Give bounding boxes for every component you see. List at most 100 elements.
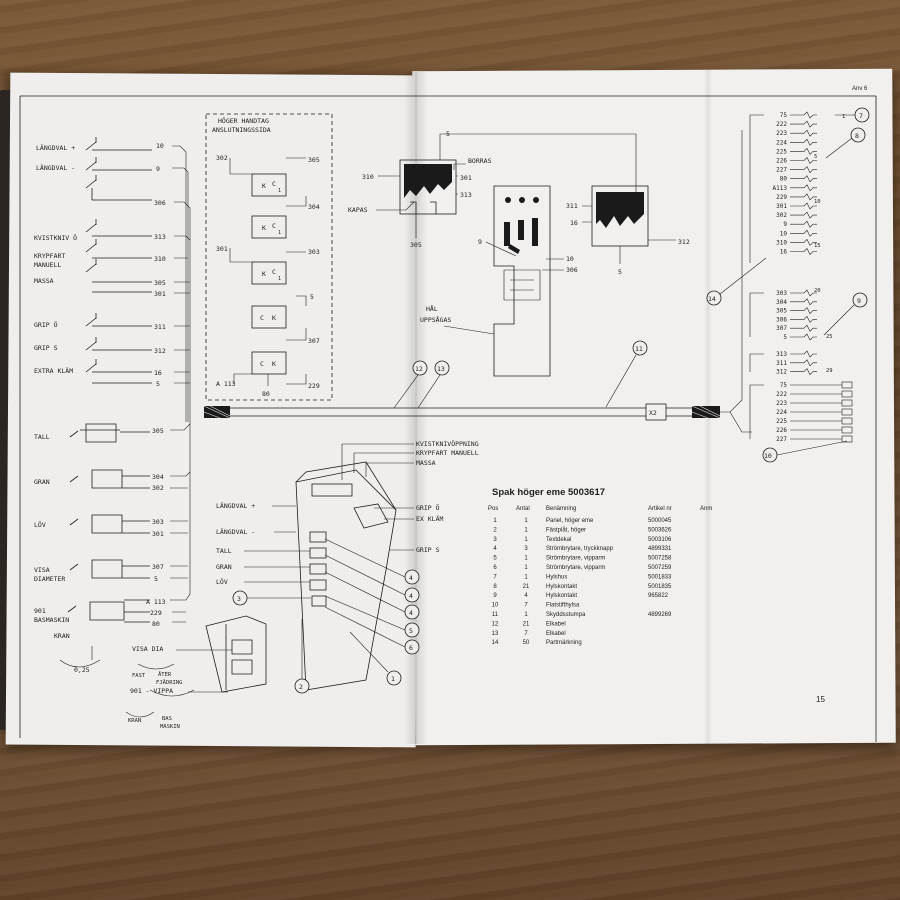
- right-handle-box: HÖGER HANDTAG ANSLUTNINGSSIDA 302 305 30…: [205, 113, 333, 401]
- lever-label: LÄNGDVAL +: [216, 501, 255, 510]
- lever-label: ÅTER: [158, 671, 172, 678]
- parts-list-cell: 7: [493, 574, 497, 580]
- terminal-label: 301: [776, 203, 787, 210]
- parts-list-cell: 5003626: [648, 527, 672, 533]
- handle-number: 302: [216, 154, 228, 162]
- handle-number: 307: [308, 337, 320, 345]
- lever-top-button: [311, 483, 353, 497]
- parts-list-cell: 9: [493, 593, 497, 599]
- relay-mark: 1: [278, 276, 281, 282]
- pin-numbers: 1 5 10 15 20 25 29: [814, 114, 845, 374]
- callout-circle: [386, 670, 402, 686]
- relay-mark: C: [272, 268, 276, 276]
- terminal-pin: [790, 324, 817, 332]
- switch-symbol: [85, 337, 152, 351]
- callout-number: 8: [855, 132, 859, 140]
- cable-fanout: [720, 130, 752, 433]
- terminal-label: 222: [776, 121, 787, 128]
- parts-list-cell: Strömbrytare, tryckknapp: [546, 546, 614, 552]
- parts-list-cell: 14: [492, 640, 499, 646]
- lever-label: LÄNGDVAL -: [216, 527, 255, 536]
- lever-label: KRYPFART MANUELL: [416, 449, 479, 457]
- relay-block: [251, 261, 287, 285]
- terminal-pin: [790, 350, 817, 358]
- lever-left-leaders: [244, 505, 310, 583]
- terminal-pin: [790, 333, 817, 341]
- terminal-pin: [790, 111, 817, 119]
- parts-list-cell: 5007258: [648, 556, 672, 562]
- switch-label: VISA: [34, 566, 50, 574]
- callout-number: 12: [415, 365, 423, 373]
- terminal-label: 223: [776, 400, 787, 407]
- relay-mark: C: [272, 180, 276, 188]
- flat-pin-sleeve: [841, 399, 853, 407]
- resistor-value: 0,25: [74, 666, 90, 674]
- pcb-lower-traces: [503, 269, 541, 301]
- terminal-number: 312: [154, 347, 166, 355]
- handle-box-subtitle: ANSLUTNINGSSIDA: [212, 126, 271, 134]
- terminal-label: 10: [780, 230, 788, 237]
- lever-right-leaders: [374, 507, 414, 551]
- selector-switch-lov: [69, 514, 150, 534]
- terminal-pin: [790, 315, 817, 323]
- parts-list-cell: 8: [493, 584, 497, 590]
- parts-list-cell: 4899331: [648, 546, 672, 552]
- cable-sleeve-hatch: [691, 405, 721, 419]
- switch-label: BASMASKIN: [34, 616, 69, 624]
- switch-label: KRAN: [54, 632, 70, 640]
- pcb-leads-middle: [485, 241, 564, 271]
- relay-mark: C: [260, 314, 264, 322]
- callout-number: 2: [299, 683, 303, 691]
- parts-list-cell: 21: [523, 584, 530, 590]
- lever-top-leaders: [341, 443, 414, 480]
- parts-list-cell: 50: [523, 640, 530, 646]
- terminal-number: 306: [154, 199, 166, 207]
- parts-list-cell: 1: [524, 612, 528, 618]
- parts-list-cell: 4899269: [648, 612, 672, 618]
- terminal-number: 305: [152, 427, 164, 435]
- callout-number: 13: [437, 365, 445, 373]
- pcb-trace-right: [596, 192, 644, 228]
- terminal-label: 9: [783, 221, 787, 228]
- lever-label: KRAN: [128, 718, 141, 724]
- pcb-label: 5: [618, 268, 622, 276]
- handle-number: 80: [262, 390, 270, 398]
- terminal-number: 313: [154, 233, 166, 241]
- switch-label: LÖV: [34, 520, 46, 529]
- flat-pin-sleeve: [841, 408, 853, 416]
- lever-push-button: [309, 579, 327, 591]
- pcb-trace-left: [404, 164, 452, 198]
- parts-list-cell: Textdekal: [546, 537, 571, 543]
- pcb-label: 310: [362, 173, 374, 181]
- pcb-label: 312: [678, 238, 690, 246]
- parts-list-cell: 1: [524, 527, 528, 533]
- terminal-number: A 113: [146, 598, 166, 606]
- parts-list-cell: 6: [493, 565, 497, 571]
- switch-label: KVISTKNIV Ö: [34, 233, 77, 242]
- lever-label: TALL: [216, 547, 232, 555]
- callout-number: 4: [409, 609, 413, 617]
- lever-bottom-leaders: [125, 649, 232, 718]
- selector-switch-901: [67, 599, 150, 623]
- terminal-number: 16: [154, 369, 162, 377]
- terminal-label: 225: [776, 418, 787, 425]
- relay-mark: 1: [278, 230, 281, 236]
- terminal-pin: [790, 220, 817, 228]
- callout-number: 9: [857, 297, 861, 305]
- connector-label: X2: [649, 409, 657, 417]
- parts-list-cell: 1: [524, 565, 528, 571]
- terminal-pin: [790, 307, 817, 315]
- terminal-label: 312: [776, 369, 787, 376]
- lever-label: BAS: [162, 716, 172, 722]
- terminal-pin: [790, 147, 817, 155]
- pcb-pad: [533, 197, 539, 203]
- terminal-number: 5: [156, 380, 160, 388]
- lever-label: FAST: [132, 673, 146, 679]
- cable-sleeve-hatch: [203, 405, 231, 419]
- terminal-callouts: 7 8 14 9 10: [706, 107, 870, 463]
- terminal-label: 303: [776, 290, 787, 297]
- switch-label: 901: [34, 607, 46, 615]
- terminal-number: 305: [154, 279, 166, 287]
- parts-list-cell: Hylskontakt: [546, 593, 577, 599]
- handle-number: A 113: [216, 380, 236, 388]
